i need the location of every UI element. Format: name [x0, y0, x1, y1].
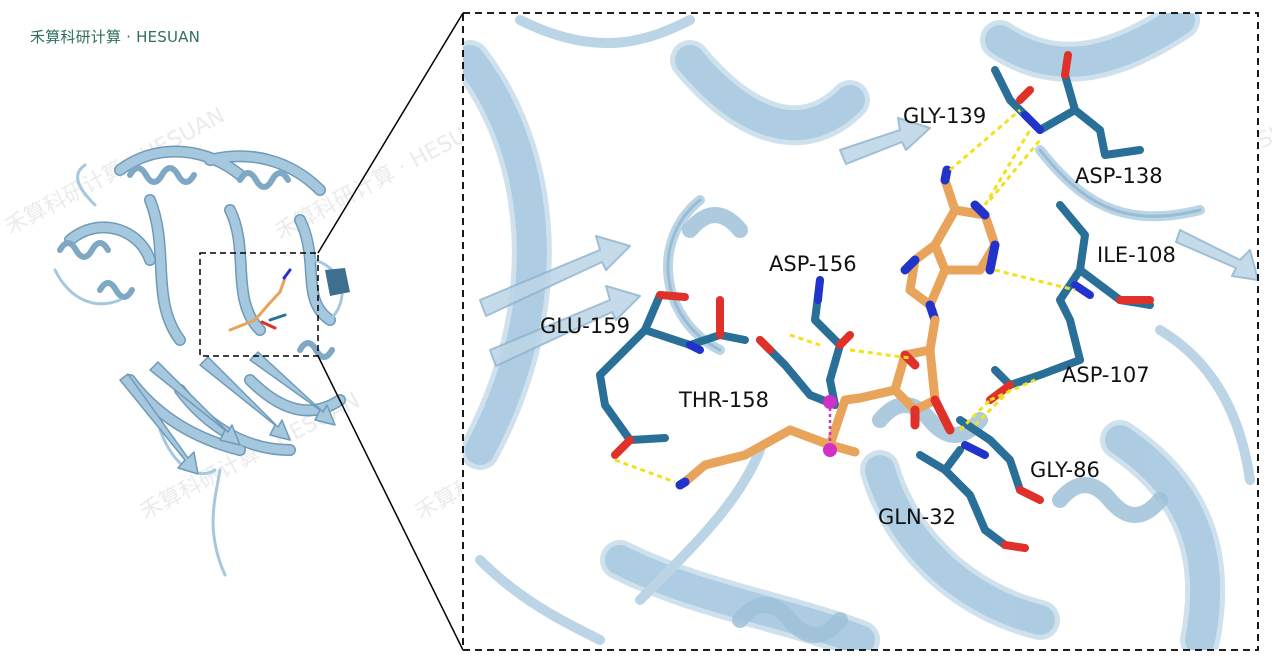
connector-line-bottom: [317, 355, 464, 651]
zoom-panel: GLY-139 ASP-138 ILE-108 ASP-156 GLU-159 …: [463, 13, 1258, 650]
zoom-panel-border: [462, 12, 1259, 651]
label-gly-139: GLY-139: [903, 104, 986, 128]
label-gln-32: GLN-32: [878, 505, 956, 529]
sulfur-contact-sphere: [823, 443, 837, 457]
label-asp-138: ASP-138: [1075, 164, 1163, 188]
label-glu-159: GLU-159: [540, 314, 630, 338]
residue-sticks: [596, 51, 1154, 552]
connector-line-top: [317, 12, 464, 254]
selection-box: [199, 252, 319, 357]
sulfur-contact-sphere: [823, 395, 837, 409]
protein-overview: [53, 145, 350, 577]
label-asp-107: ASP-107: [1062, 363, 1150, 387]
brand-label: 禾算科研计算 · HESUAN: [30, 28, 201, 46]
background-cartoon: [463, 13, 1258, 650]
label-gly-86: GLY-86: [1030, 458, 1100, 482]
label-thr-158: THR-158: [678, 388, 769, 412]
label-asp-156: ASP-156: [769, 252, 857, 276]
residue-labels: GLY-139 ASP-138 ILE-108 ASP-156 GLU-159 …: [540, 104, 1176, 529]
hydrogen-bonds: [614, 108, 1076, 484]
label-ile-108: ILE-108: [1097, 243, 1176, 267]
